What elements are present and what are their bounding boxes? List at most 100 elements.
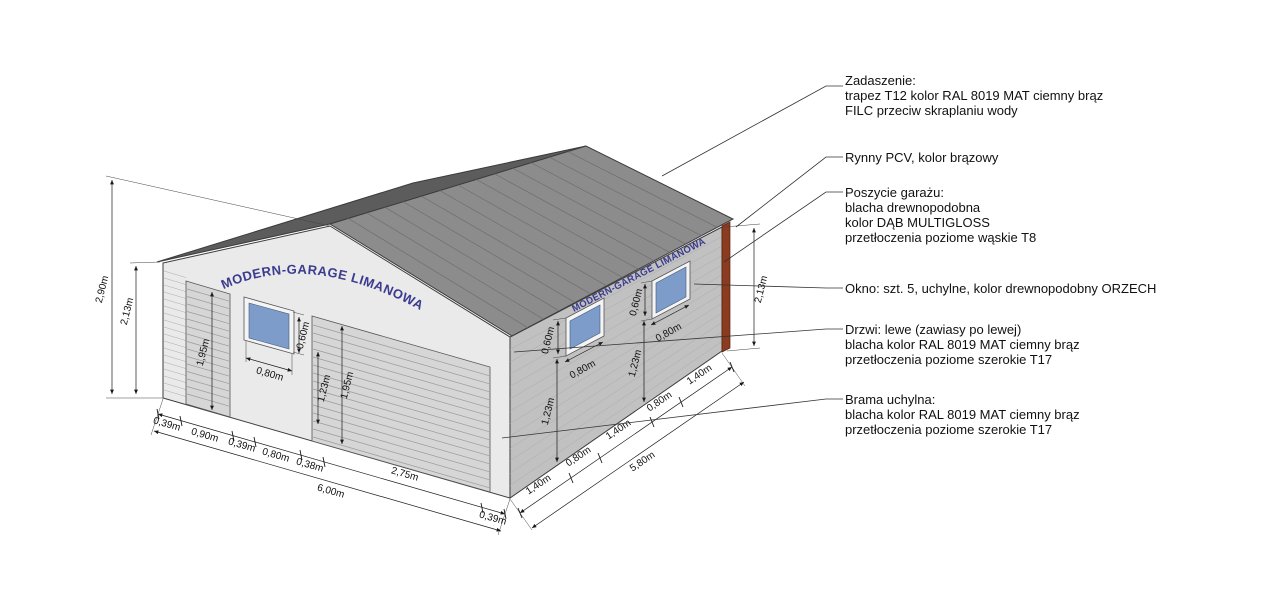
roof-corrugation-line [476,179,639,270]
annotation-line: kolor DĄB MULTIGLOSS [845,215,990,230]
dimension-label: 0,38m [295,456,325,474]
front-cladding-strip [163,270,187,397]
roof-corrugation-line [530,162,686,245]
front-cladding-line [163,326,187,334]
dimension-label: 0,39m [478,509,508,527]
roof-corrugation-line [366,212,544,320]
pcv-downpipe [721,221,731,353]
front-window-glass [248,302,290,350]
annotation-line: trapez T12 kolor RAL 8019 MAT ciemny brą… [845,88,1104,103]
annotation-cladding: Poszycie garażu: blacha drewnopodobna ko… [845,185,1036,245]
front-cladding-line [163,382,187,390]
front-cladding-line [163,298,187,306]
front-cladding-line [163,347,187,355]
door-slat-line [186,378,230,392]
door-slat-line [186,356,230,369]
annotation-title: Drzwi: lewe (zawiasy po lewej) [845,322,1022,337]
front-cladding-line [163,375,187,383]
annotation-line: przetłoczenia poziome szerokie T17 [845,352,1053,367]
side-cladding-line [509,236,723,350]
annotation-roofing: Zadaszenie: trapez T12 kolor RAL 8019 MA… [845,73,1103,118]
leader-window [693,283,843,289]
annotation-gutters: Rynny PCV, kolor brązowy [845,150,998,165]
annotation-title: Rynny PCV, kolor brązowy [845,150,999,165]
roof-corrugation-line [439,190,607,287]
dimension-label: 0,39m [152,415,182,433]
dimension-label: 0,39m [227,436,257,454]
dimension-tick [597,452,603,464]
front-cladding-line [163,340,187,348]
annotation-leaders [501,85,843,439]
annotation-title: Brama uchylna: [845,392,936,407]
dimension-label: 2,13m [753,275,770,305]
side-window-1-glass [569,304,601,350]
annotation-windows: Okno: szt. 5, uchylne, kolor drewnopodob… [845,281,1156,296]
dimension-label: 0,80m [261,446,291,464]
annotation-title: Zadaszenie: [845,73,916,88]
front-cladding-line [163,333,187,341]
annotation-line: blacha drewnopodobna [845,200,981,215]
door-slat-line [186,333,230,347]
side-window-2-glass [655,266,687,314]
door-slat-line [186,288,230,302]
annotation-line: blacha kolor RAL 8019 MAT ciemny brąz [845,337,1080,352]
dimension-label: 2,90m [94,275,111,305]
dimension-tick [729,361,735,373]
front-cladding-line [163,284,187,292]
door-slat-line [186,311,230,324]
front-cladding-line [163,319,187,327]
annotation-line: FILC przeciw skraplaniu wody [845,103,1018,118]
dimension-ticks [156,361,735,520]
roof-corrugation-line [457,184,623,278]
annotation-title: Poszycie garażu: [845,185,944,200]
dimension-tick [179,415,183,427]
door-slat-line [186,326,230,339]
roof-corrugation-line [567,151,718,228]
dimension-tick [322,456,326,468]
door-slat-line [186,348,230,362]
front-cladding-line [163,305,187,313]
dimension-tick [253,436,257,448]
annotation-line: przetłoczenia poziome szerokie T17 [845,422,1053,437]
roof-corrugation-line [494,173,655,262]
dimension-tick [503,508,507,520]
door-slat-line [186,318,230,332]
annotation-line: blacha kolor RAL 8019 MAT ciemny brąz [845,407,1080,422]
front-cladding-line [163,312,187,320]
annotation-title: Okno: szt. 5, uchylne, kolor drewnopodob… [845,281,1157,296]
dimension-tick [678,396,684,408]
dimension-tick [156,408,160,420]
leader-gutter [735,156,843,228]
leader-door [513,328,843,353]
door-slat-line [186,303,230,317]
front-cladding-line [163,270,187,278]
roof-corrugation-line [421,195,592,295]
door-slat-line [186,296,230,309]
annotation-door: Drzwi: lewe (zawiasy po lewej) blacha ko… [845,322,1080,367]
dimension-tick [568,472,574,484]
roof-corrugation-line [384,206,560,312]
door-slat-line [186,393,230,407]
dimension-label: 0,90m [190,426,220,444]
front-cladding-line [163,354,187,362]
front-cladding-line [163,368,187,376]
roof-corrugation [348,151,718,328]
annotation-line: przetłoczenia poziome wąskie T8 [845,230,1037,245]
dimension-tick [299,449,303,461]
dimension-tick [517,507,523,519]
door-slat-line [186,386,230,399]
roof-corrugation-line [549,156,702,237]
dimension-label: 2,13m [119,297,136,327]
dimension-tick [231,430,235,442]
leader-roofing [661,85,843,177]
door-slat-line [186,341,230,354]
door-slat-line [186,371,230,384]
door-slats [186,288,230,407]
front-cladding-line [163,291,187,299]
leader-gate [501,398,843,439]
door-slat-line [186,363,230,377]
leader-cladding [723,191,843,263]
roof-corrugation-line [348,218,528,328]
